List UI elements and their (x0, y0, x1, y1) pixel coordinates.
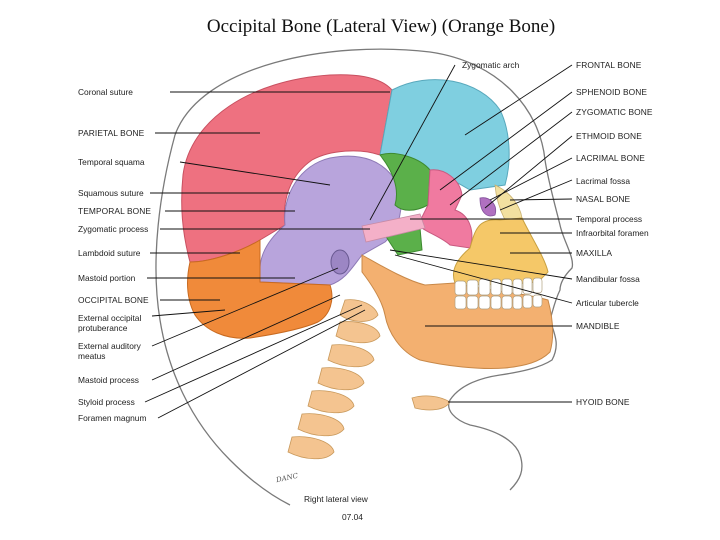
label-zygomatic-arch: Zygomatic arch (462, 60, 520, 70)
ear-canal (330, 249, 350, 275)
label-lambdoid-suture: Lambdoid suture (78, 248, 141, 258)
label-parietal-bone: PARIETAL BONE (78, 128, 145, 138)
label-mastoid-portion: Mastoid portion (78, 273, 136, 283)
label-ethmoid-bone: ETHMOID BONE (576, 131, 642, 141)
teeth (454, 277, 543, 310)
label-maxilla: MAXILLA (576, 248, 613, 258)
label-occipital-bone: OCCIPITAL BONE (78, 295, 149, 305)
label-articular-tubercle: Articular tubercle (576, 298, 639, 308)
label-coronal-suture: Coronal suture (78, 87, 133, 97)
label-temporal-squama: Temporal squama (78, 157, 145, 167)
label-frontal-bone: FRONTAL BONE (576, 60, 642, 70)
label-mastoid-process: Mastoid process (78, 375, 139, 385)
label-squamous-suture: Squamous suture (78, 188, 144, 198)
label-infraorbital-foramen: Infraorbital foramen (576, 228, 649, 238)
label-hyoid-bone: HYOID BONE (576, 397, 630, 407)
label-zygomatic-bone: ZYGOMATIC BONE (576, 107, 653, 117)
ethmoid-bone-shape (479, 197, 497, 217)
label-styloid-process: Styloid process (78, 397, 135, 407)
label-mandibular-fossa: Mandibular fossa (576, 274, 640, 284)
leader-lines (144, 64, 573, 419)
zygomatic-bone-shape (417, 169, 473, 249)
label-foramen-magnum: Foramen magnum (78, 413, 147, 423)
label-lacrimal-fossa: Lacrimal fossa (576, 176, 630, 186)
page-title: Occipital Bone (Lateral View) (Orange Bo… (206, 16, 556, 37)
caption-view: Right lateral view (304, 494, 368, 504)
head-back-outline (155, 134, 291, 506)
label-external-occipital-protuberance: External occipital protuberance (78, 313, 142, 333)
hyoid-bone-shape (411, 395, 451, 411)
label-lacrimal-bone: LACRIMAL BONE (576, 153, 645, 163)
occipital-bone-shape (186, 239, 333, 339)
label-mandible: MANDIBLE (576, 321, 620, 331)
label-sphenoid-bone: SPHENOID BONE (576, 87, 648, 97)
caption-figure-number: 07.04 (342, 512, 363, 522)
cervical-vertebrae (287, 299, 381, 460)
sphenoid-bone-shape (379, 153, 431, 211)
head-outline (174, 48, 574, 491)
label-temporal-process: Temporal process (576, 214, 643, 224)
label-nasal-bone: NASAL BONE (576, 194, 631, 204)
zygomatic-arch-shape (361, 213, 426, 243)
label-zygomatic-process: Zygomatic process (78, 224, 149, 234)
label-external-auditory-meatus: External auditory meatus (78, 341, 141, 361)
label-temporal-bone: TEMPORAL BONE (78, 206, 152, 216)
